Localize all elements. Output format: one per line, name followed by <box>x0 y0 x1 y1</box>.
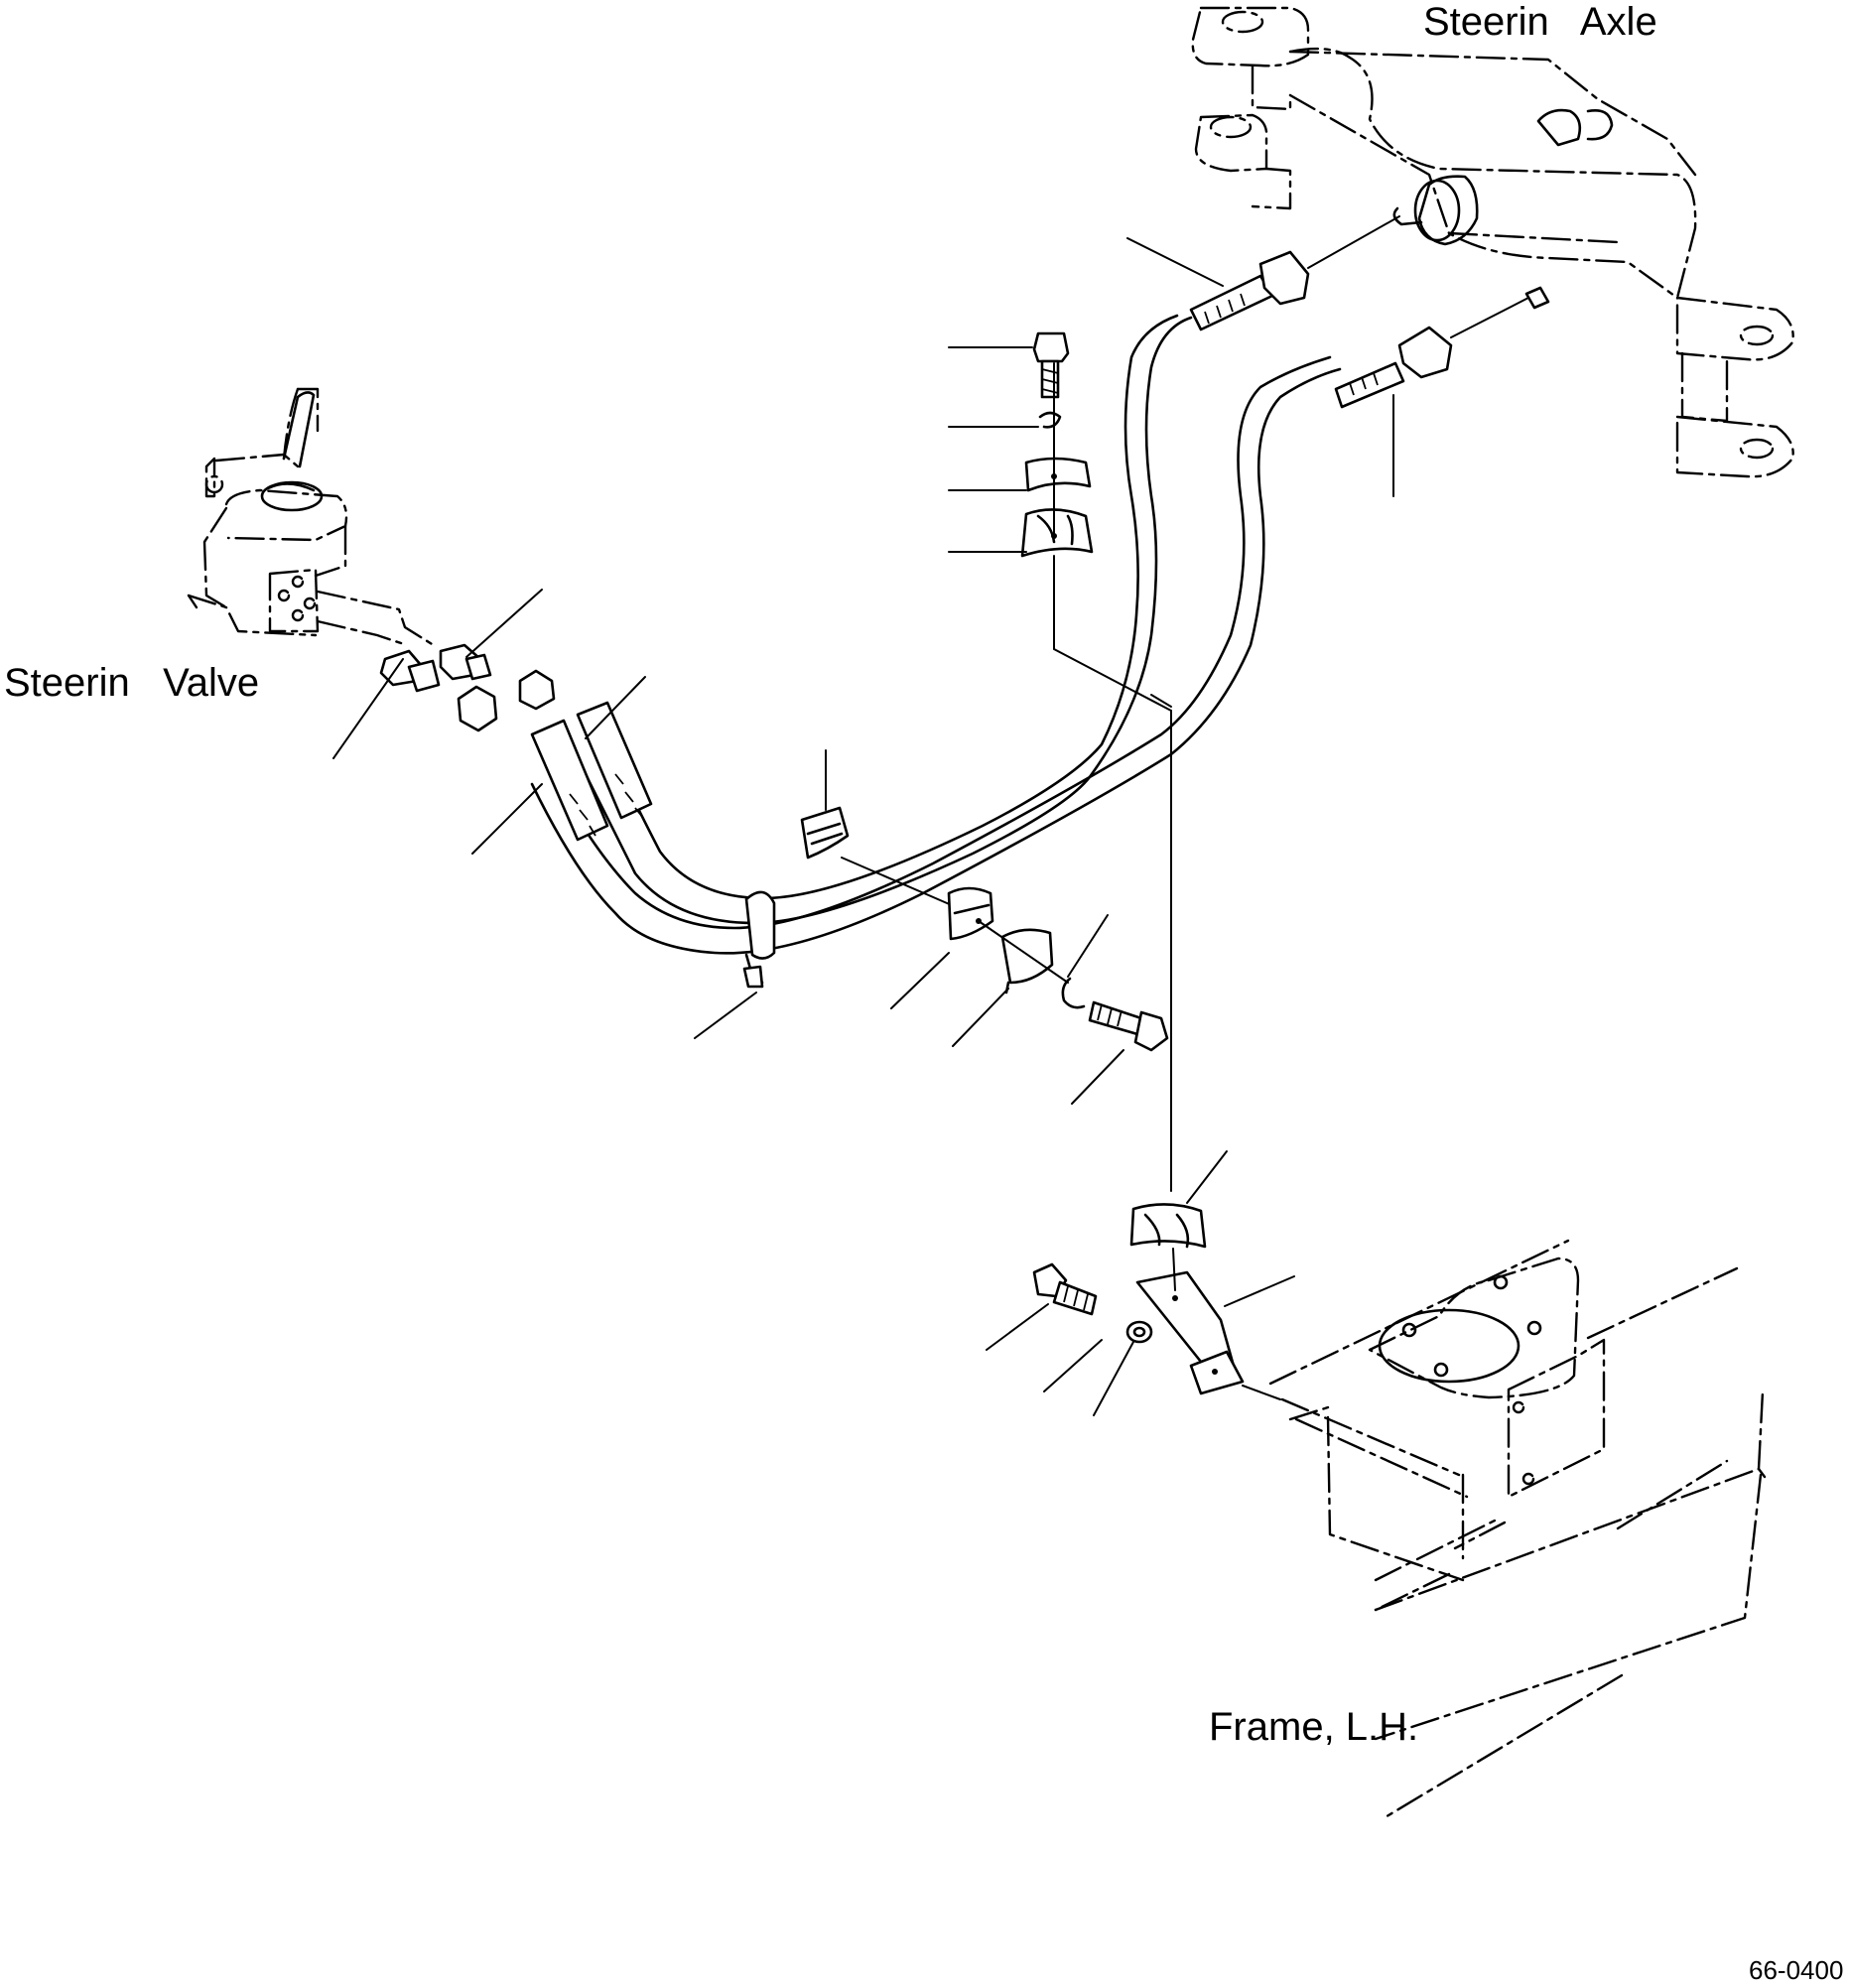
frame-bracket-assembly <box>1032 1203 1281 1400</box>
hydraulic-hoses <box>530 314 1342 955</box>
steering-valve-label: Steerin Valve <box>4 661 260 705</box>
steering-axle-outline <box>1191 6 1794 478</box>
steering-axle-label: Steerin Axle <box>1423 0 1657 44</box>
steering-valve-outline <box>187 387 439 649</box>
valve-hose-fittings <box>379 643 653 842</box>
mid-clamp-assembly <box>742 806 1169 1052</box>
upper-clamp-assembly <box>1020 331 1172 1192</box>
axle-hose-fittings <box>1189 215 1529 409</box>
figure-code-label: 66-0400 <box>1749 1955 1844 1985</box>
frame-lh-outline <box>1268 1239 1767 1820</box>
frame-lh-label: Frame, L.H. <box>1209 1705 1419 1749</box>
callout-leader-lines <box>332 237 1394 1416</box>
